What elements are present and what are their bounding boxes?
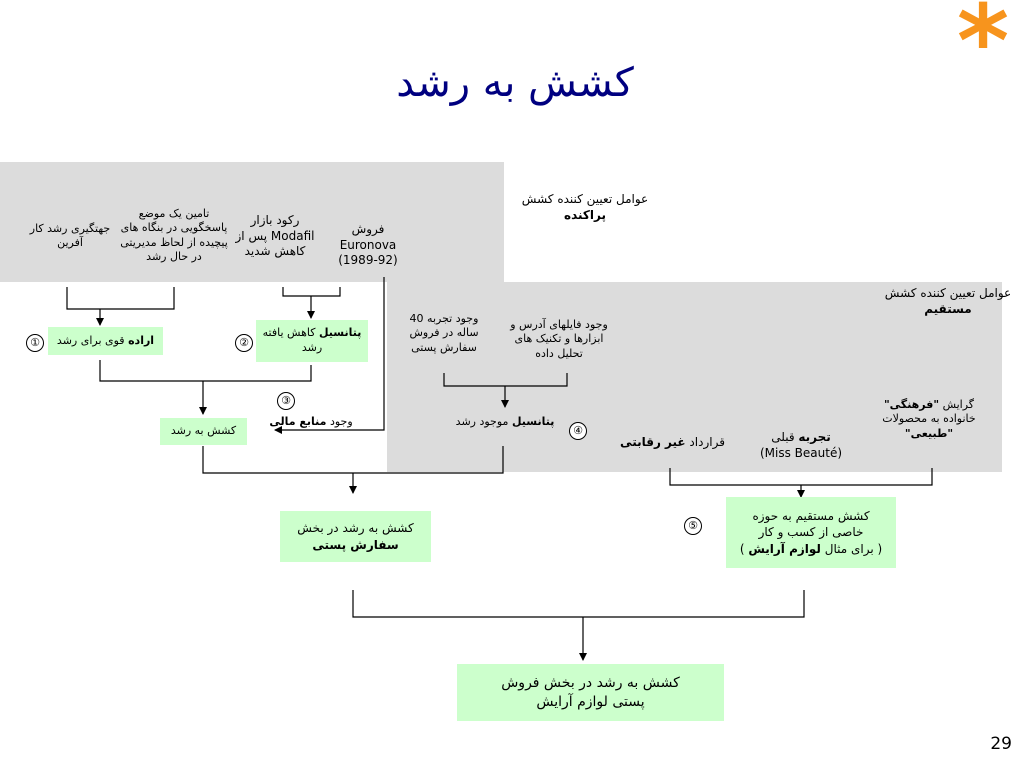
existing-potential: پتانسیل موجود رشد — [445, 415, 565, 429]
panel-scattered-factors — [0, 162, 504, 282]
item-prior-experience: تجربه قبلی (Miss Beauté) — [745, 430, 857, 461]
box-mail-order-pull: کشش به رشد در بخش سفارش پستی — [280, 511, 431, 562]
tendency-natural: "طبیعی" — [904, 426, 954, 440]
potential-rest: موجود رشد — [455, 415, 512, 428]
box-reduced-potential: پتانسیل کاهش یافته رشد — [256, 320, 368, 362]
box-final-outcome: کشش به رشد در بخش فروش پستی لوازم آرایش — [457, 664, 724, 721]
direct-line3-prefix: ( برای مثال — [820, 541, 883, 556]
scattered-heading: عوامل تعیین کننده کشش پراکنده — [505, 192, 665, 223]
marker-1: ① — [26, 334, 44, 352]
item-euronova-sales: فروش Euronova (1989-92) — [338, 222, 398, 268]
item-responsive-position: تامین یک موضع پاسخگویی در بنگاه های پیچی… — [120, 207, 228, 263]
prior-bold: تجربه — [798, 430, 831, 444]
item-entrepreneur-orientation: جهتگیری رشد کار آفرین — [29, 222, 111, 250]
tendency-mid: خانواده به محصولات — [882, 412, 976, 426]
direct-line3-suffix: ) — [739, 541, 749, 556]
mail-line1: کشش به رشد در بخش — [297, 521, 414, 536]
marker-5: ⑤ — [684, 517, 702, 535]
final-text: کشش به رشد در بخش فروش پستی لوازم آرایش — [501, 674, 680, 710]
prior-rest: قبلی — [771, 430, 799, 444]
direct-line1: کشش مستقیم به حوزه — [752, 509, 870, 524]
marker-2: ② — [235, 334, 253, 352]
direct-line3-bold: لوازم آرایش — [748, 541, 821, 556]
potential-bold: پتانسیل — [511, 415, 555, 428]
prior-brand: (Miss Beauté) — [759, 445, 843, 460]
direct-heading-line2: مستقیم — [924, 301, 972, 316]
reduced-bold: پتانسیل — [318, 326, 362, 340]
financial-bold: منابع مالی — [269, 415, 327, 428]
direct-line2: خاصی از کسب و کار — [758, 525, 864, 540]
item-cultural-tendency: گرایش "فرهنگی" خانواده به محصولات "طبیعی… — [870, 398, 988, 441]
marker-3: ③ — [277, 392, 295, 410]
mail-line2: سفارش پستی — [312, 537, 399, 552]
item-noncompete-contract: قرارداد غیر رقابتی — [615, 435, 730, 451]
box-growth-pull: کشش به رشد — [160, 418, 247, 445]
contract-bold: غیر رقابتی — [620, 435, 686, 449]
item-address-files: وجود فایلهای آدرس و ابزارها و تکنیک های … — [510, 318, 608, 360]
direct-heading: عوامل تعیین کننده کشش مستقیم — [868, 286, 1024, 317]
will-bold: اراده — [128, 333, 155, 347]
panel-direct-factors — [387, 282, 1002, 472]
tendency-cultural: "فرهنگی" — [883, 398, 940, 411]
scattered-heading-line1: عوامل تعیین کننده کشش — [521, 192, 649, 206]
financial-prefix: وجود — [326, 415, 353, 428]
financial-resources: وجود منابع مالی — [268, 415, 354, 429]
contract-prefix: قرارداد — [685, 435, 725, 449]
reduced-rest: کاهش یافته رشد — [262, 326, 323, 354]
scattered-heading-line2: پراکنده — [564, 207, 606, 222]
item-market-recession: رکود بازار Modafil پس از کاهش شدید — [235, 213, 315, 259]
item-mail-experience: وجود تجربه 40 ساله در فروش سفارش پستی — [409, 312, 479, 354]
will-rest: قوی برای رشد — [56, 333, 129, 347]
page-number: 29 — [990, 734, 1012, 754]
tendency-prefix: گرایش — [939, 398, 975, 411]
direct-heading-line1: عوامل تعیین کننده کشش — [884, 286, 1012, 300]
marker-4: ④ — [569, 422, 587, 440]
box-direct-pull: کشش مستقیم به حوزه خاصی از کسب و کار ( ب… — [726, 497, 896, 568]
slide-title: کشش به رشد — [396, 60, 634, 106]
box-strong-will: اراده قوی برای رشد — [48, 327, 163, 355]
